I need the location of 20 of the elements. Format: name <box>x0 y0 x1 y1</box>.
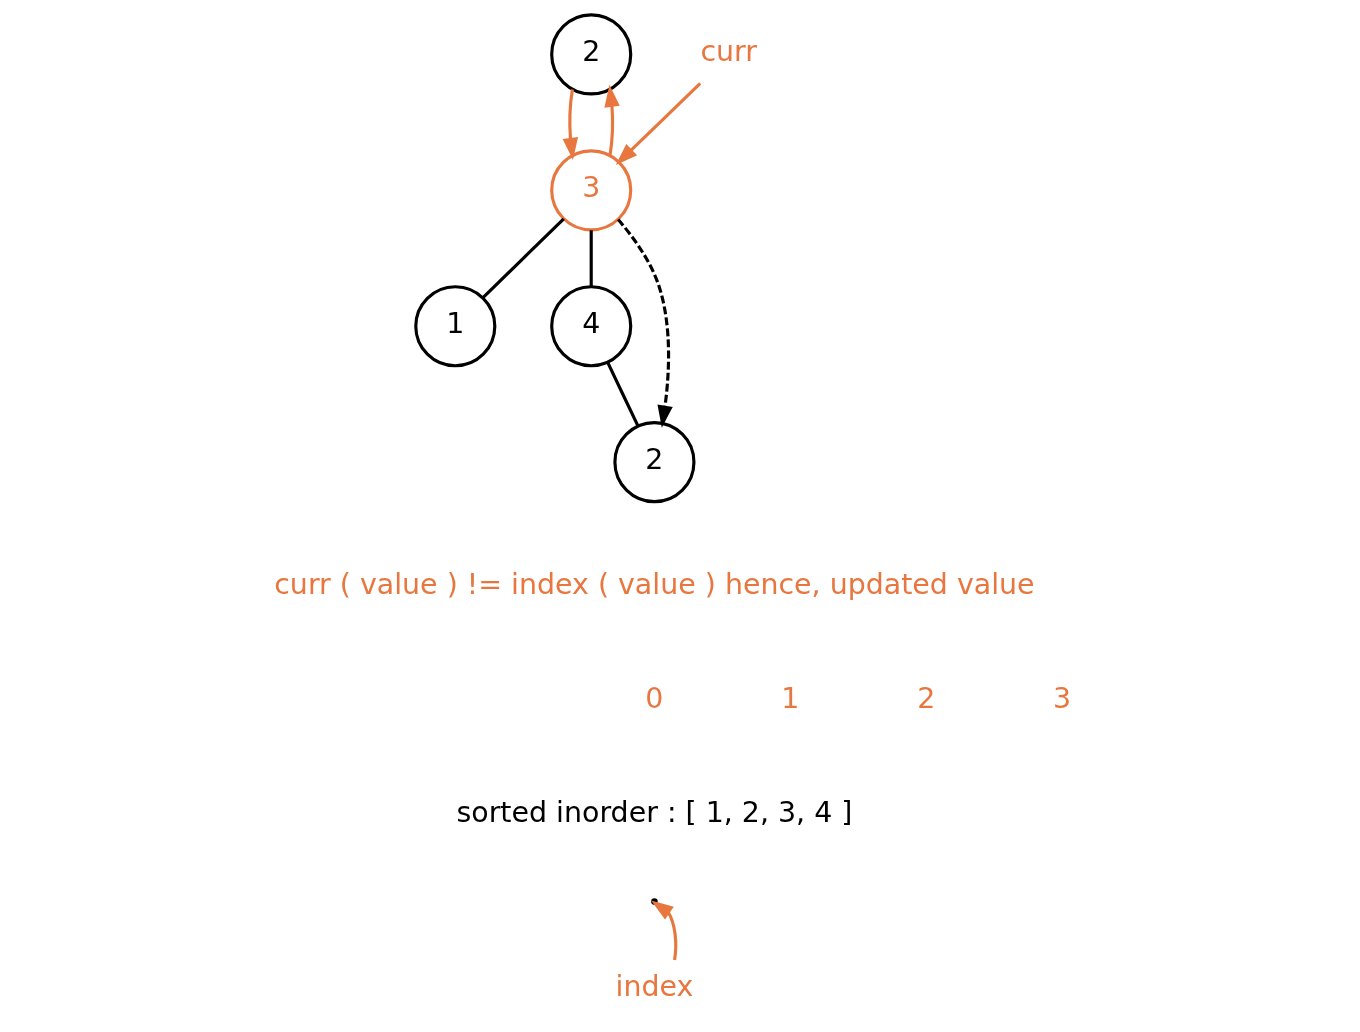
node-text: curr <box>699 35 757 69</box>
arrow <box>603 84 620 156</box>
label: 1 <box>780 681 799 715</box>
node-circle: 3 <box>549 149 632 232</box>
connector <box>481 217 565 299</box>
connector <box>605 362 639 427</box>
node-text: index <box>615 969 693 1003</box>
label: curr ( value ) != index ( value ) hence, updated value <box>273 567 1035 601</box>
label: sorted inorder : [ 1, 2, 3, 4 ] <box>455 795 852 829</box>
arrow <box>562 89 578 160</box>
connector <box>589 230 593 287</box>
label: 2 <box>916 681 935 715</box>
node-circle: 2 <box>549 13 632 96</box>
label: 3 <box>1052 681 1071 715</box>
node-circle: 2 <box>612 421 695 504</box>
arrow <box>616 218 673 428</box>
node-circle: 4 <box>549 285 632 368</box>
arrow <box>615 82 701 165</box>
label: 0 <box>644 681 663 715</box>
node-circle: 1 <box>413 285 496 368</box>
